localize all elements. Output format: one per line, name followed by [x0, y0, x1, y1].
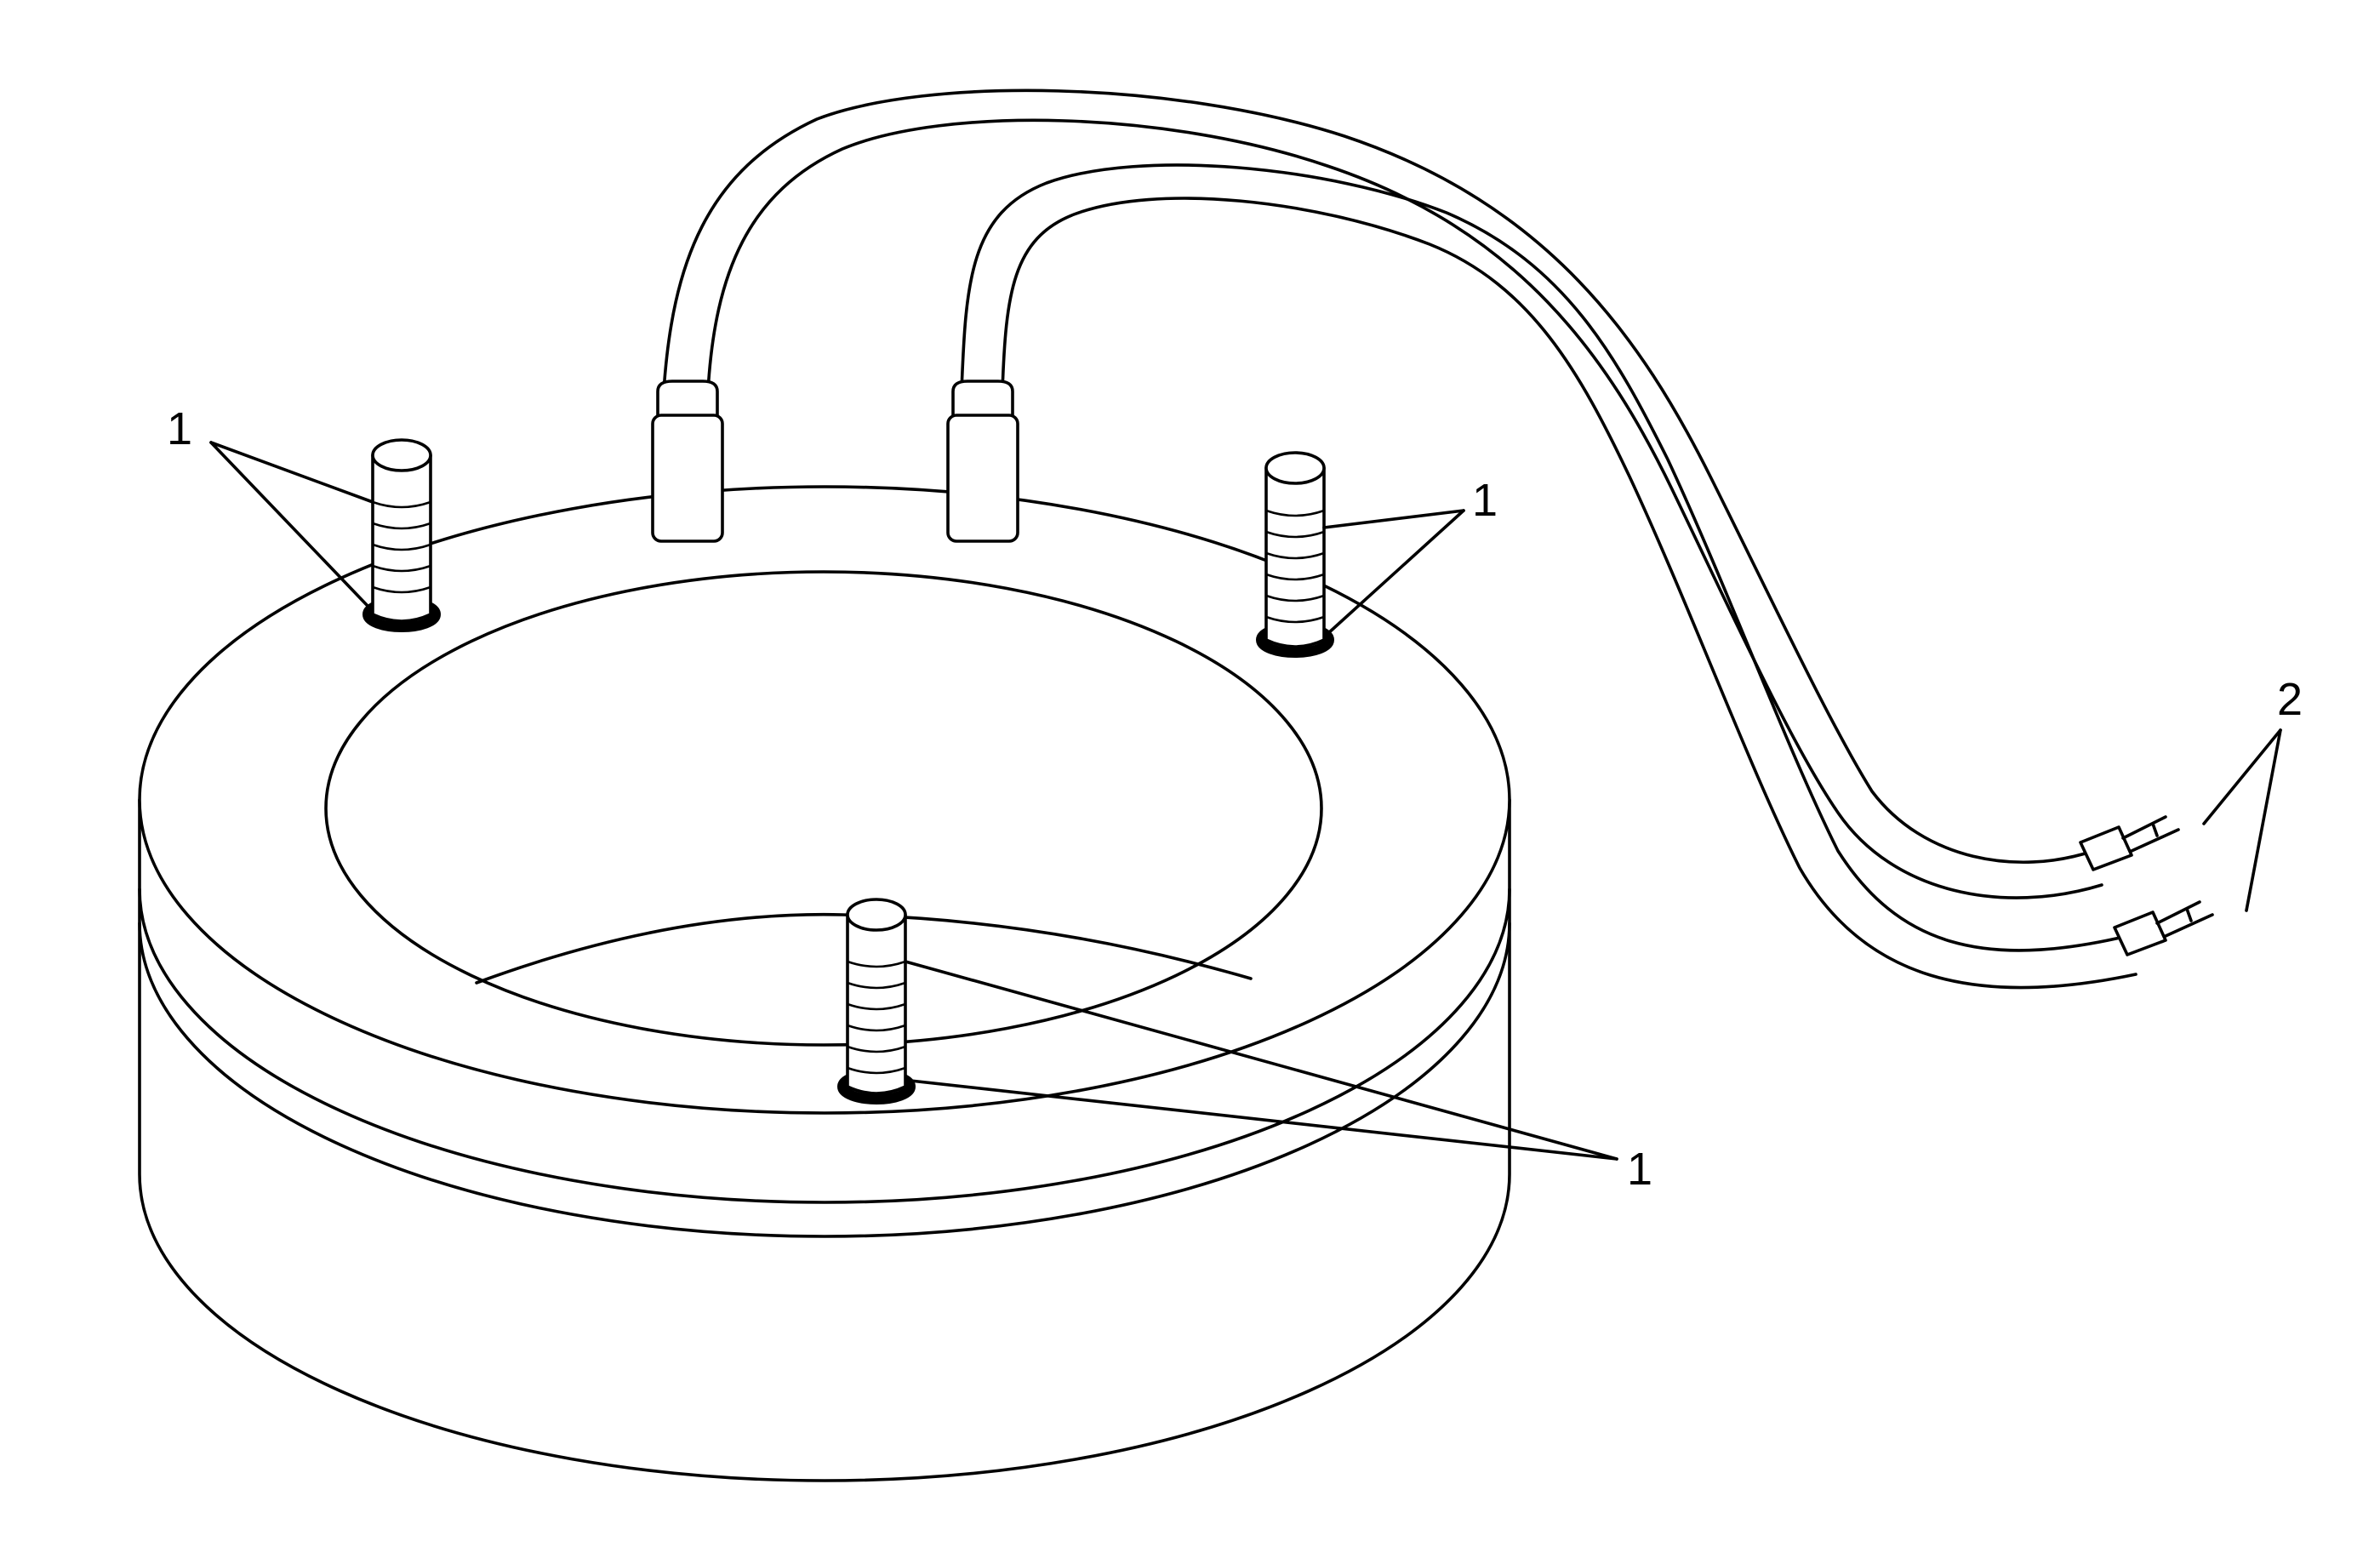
lead-wire-a-inner: [706, 118, 2103, 899]
lead-wire-a-outer: [662, 88, 2095, 865]
terminal-lower: [2113, 900, 2214, 956]
coil-rim-band-upper: [138, 888, 1511, 1204]
lead-connector-right: [946, 380, 1019, 543]
coil-bore: [324, 570, 1323, 1047]
coil-body: [138, 485, 1511, 1482]
callout-lead-terminals: 2: [2277, 674, 2303, 725]
callout-stud-left: 1: [167, 403, 192, 454]
lead-wires: [662, 88, 2137, 990]
stud-right: [1256, 451, 1334, 658]
lead-wire-b-outer: [960, 163, 2129, 952]
stud-left: [362, 438, 441, 632]
callout-stud-front: 1: [1627, 1144, 1652, 1195]
lead-connector-left: [651, 380, 724, 543]
leader-lines: [209, 441, 2282, 1161]
terminal-upper: [2079, 815, 2180, 871]
coil-rim-band-lower: [138, 922, 1511, 1238]
lead-wire-b-inner: [1001, 197, 2137, 990]
callout-stud-right: 1: [1472, 475, 1498, 526]
stud-front: [837, 898, 916, 1105]
coil-bore-inner-wall: [475, 912, 1253, 985]
